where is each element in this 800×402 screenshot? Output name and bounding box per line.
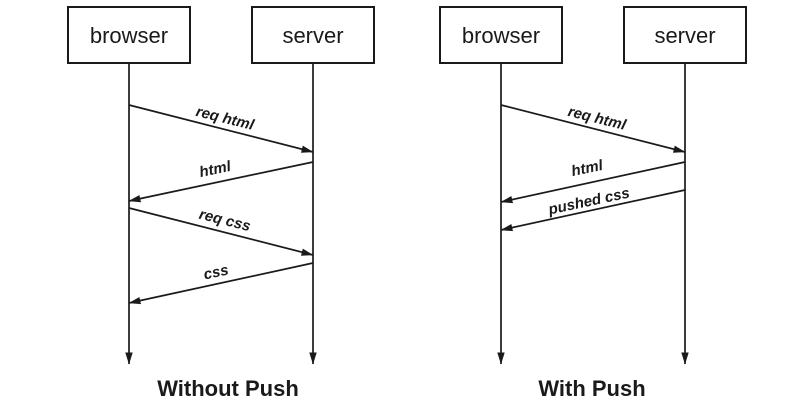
message-arrow-req-html: [128, 104, 314, 153]
message-arrow-css: [128, 262, 314, 305]
diagram-without-push: browser server req html html req css css: [67, 6, 375, 401]
message-arrow-html: [500, 161, 686, 204]
message-label-html: html: [198, 158, 233, 181]
browser-box-label: browser: [462, 23, 540, 48]
message-arrow-html: [128, 161, 314, 203]
server-box-label: server: [654, 23, 715, 48]
message-label-req-css: req css: [197, 206, 252, 235]
message-label-css: css: [202, 262, 230, 284]
server-box: [251, 6, 375, 64]
message-label-html: html: [570, 157, 605, 180]
message-arrow-req-html: [500, 104, 686, 153]
diagram-title-without-push: Without Push: [157, 376, 299, 401]
browser-box: [67, 6, 191, 64]
server-box-label: server: [282, 23, 343, 48]
browser-box-label: browser: [90, 23, 168, 48]
message-arrow-req-css: [128, 207, 314, 256]
diagram-title-with-push: With Push: [538, 376, 645, 401]
message-arrow-pushed-css: [500, 189, 686, 232]
diagram-with-push: browser server req html html pushed css …: [439, 6, 747, 401]
